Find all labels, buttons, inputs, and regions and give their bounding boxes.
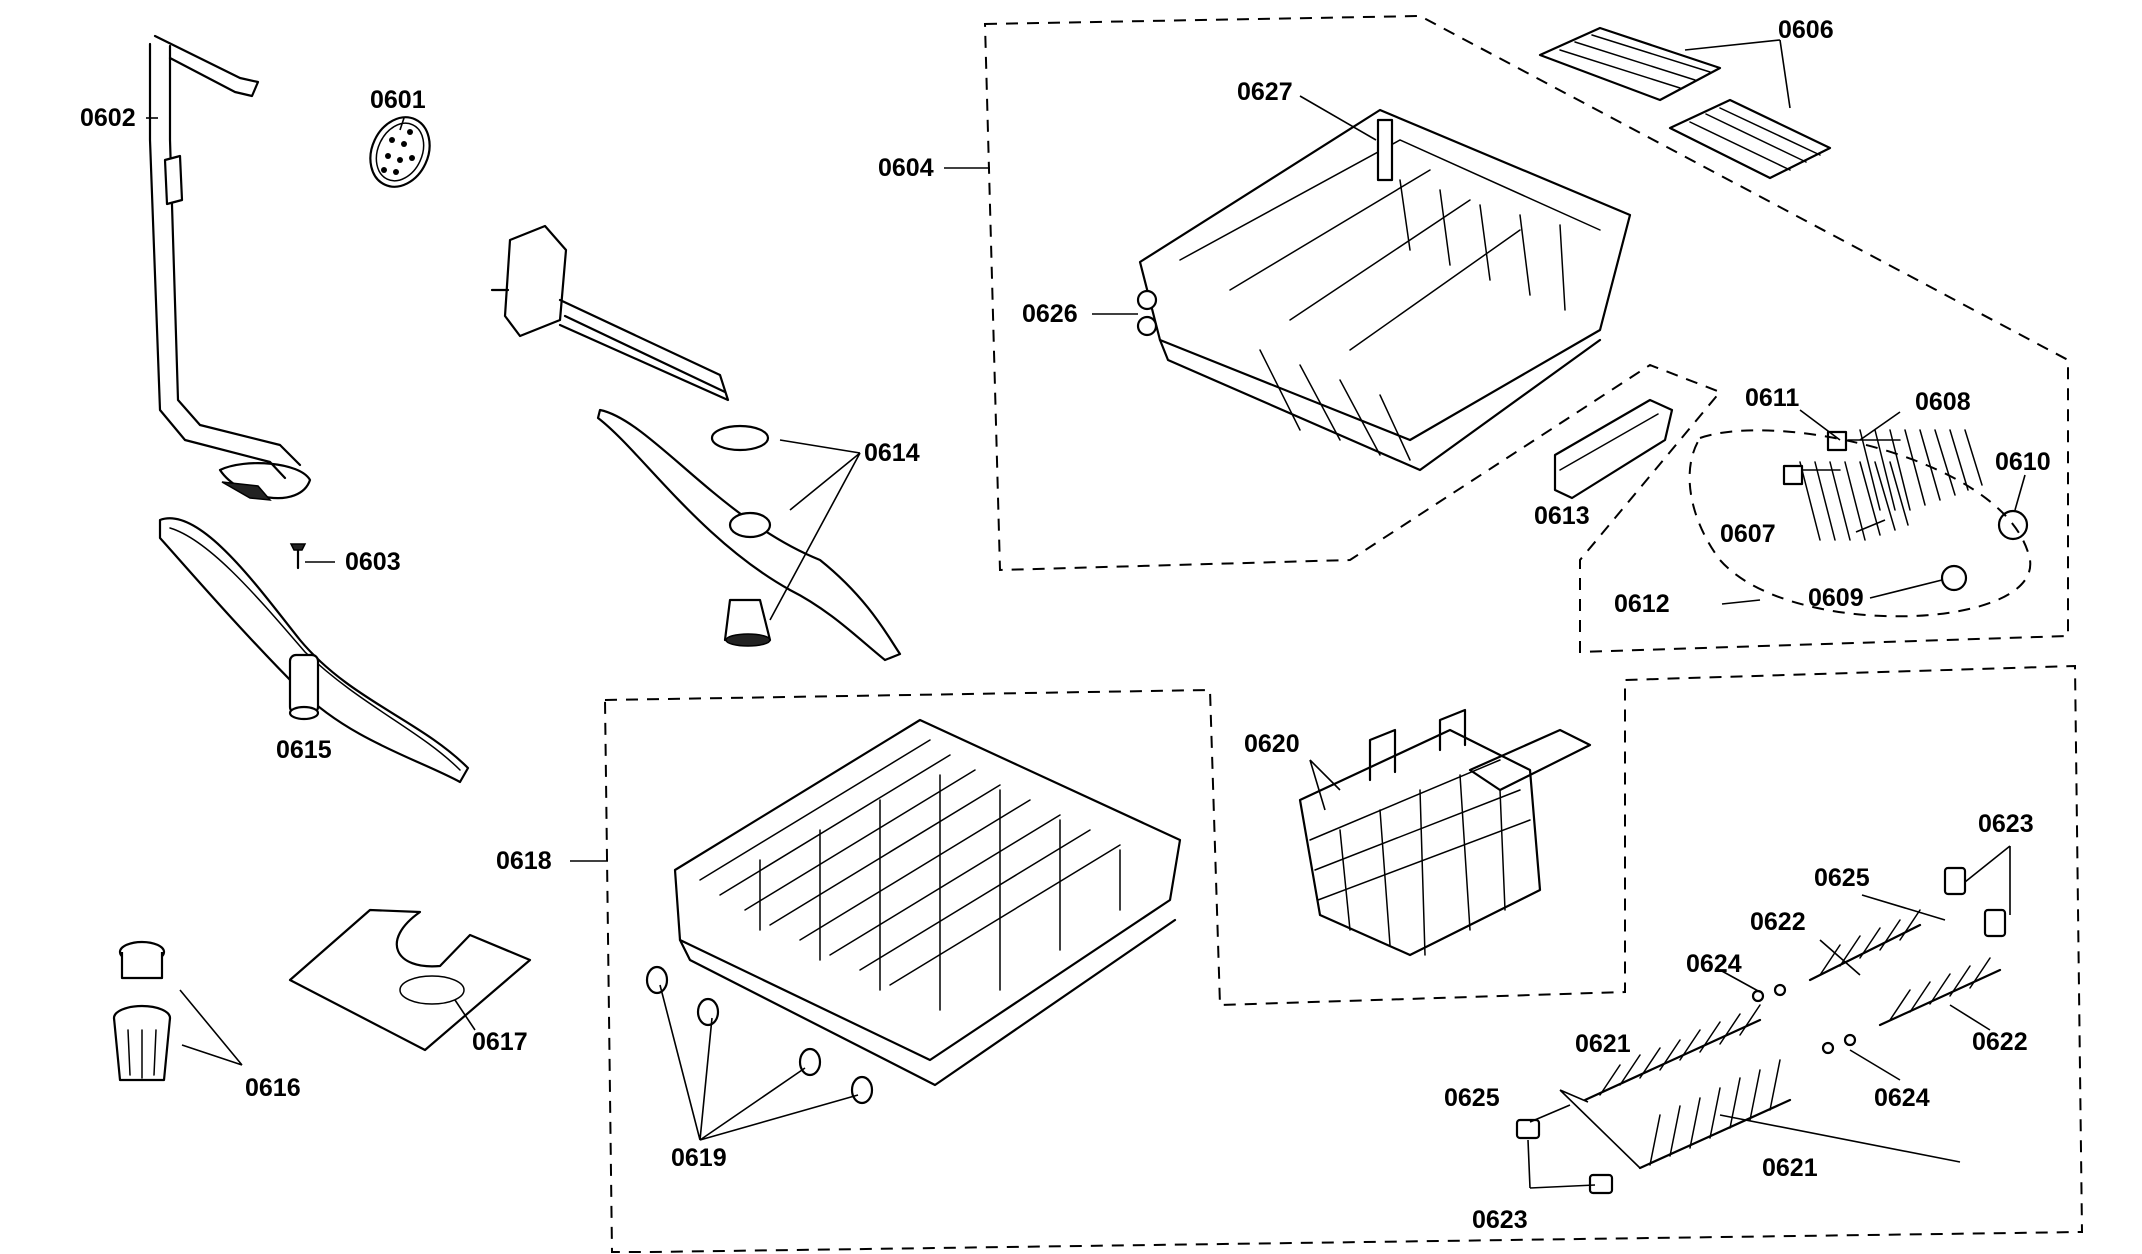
label-0608: 0608 [1915,388,1971,416]
label-0607: 0607 [1720,520,1776,548]
label-0622-upper: 0622 [1750,908,1806,936]
label-0621-right: 0621 [1762,1154,1818,1182]
label-0622-lower: 0622 [1972,1028,2028,1056]
label-0614: 0614 [864,439,920,467]
tine-rows-and-clips [1515,866,2007,1195]
label-0611: 0611 [1745,384,1799,412]
label-0602: 0602 [80,104,136,132]
rack-adjuster-parts [1688,429,2032,618]
label-0606: 0606 [1778,16,1834,44]
group-boundaries [603,14,2084,1253]
label-0625-lower: 0625 [1444,1084,1500,1112]
label-0604: 0604 [878,154,934,182]
upper-rack-group-boundary [983,14,2069,654]
rack-handle-0613 [1553,398,1674,500]
label-0627: 0627 [1237,78,1293,106]
part-number-labels: 0601 0602 0603 0604 0606 0607 0608 0609 … [80,16,2051,1234]
lower-spray-arm-0615 [158,517,470,784]
lower-rack-group-boundary [603,664,2084,1253]
label-0603: 0603 [345,548,401,576]
label-0618: 0618 [496,847,552,875]
label-0609: 0609 [1808,584,1864,612]
fold-down-tines-0606 [1538,26,1832,180]
spray-arm-feed-pipe [148,34,312,501]
label-0610: 0610 [1995,448,2051,476]
label-0624-upper: 0624 [1686,950,1742,978]
label-0619: 0619 [671,1144,727,1172]
spray-nozzle-0601 [369,116,431,188]
cutlery-basket-0620 [1298,708,1592,957]
upper-dish-rack [1136,108,1632,472]
label-0623-right: 0623 [1978,810,2034,838]
label-0613: 0613 [1534,502,1590,530]
label-0617: 0617 [472,1028,528,1056]
label-0623-bottom: 0623 [1472,1206,1528,1234]
cover-plate-0617 [288,908,532,1052]
label-0625-upper: 0625 [1814,864,1870,892]
label-0626: 0626 [1022,300,1078,328]
lower-dish-rack [645,718,1182,1105]
label-0612: 0612 [1614,590,1670,618]
filter-parts-0616 [112,940,172,1082]
label-0621-left: 0621 [1575,1030,1631,1058]
screw-0603 [289,543,307,570]
upper-spray-arm-assembly-0614 [490,224,902,662]
label-0616: 0616 [245,1074,301,1102]
label-0620: 0620 [1244,730,1300,758]
leader-lines [146,39,2026,1189]
label-0601: 0601 [370,86,426,114]
label-0624-lower: 0624 [1874,1084,1930,1112]
label-0615: 0615 [276,736,332,764]
